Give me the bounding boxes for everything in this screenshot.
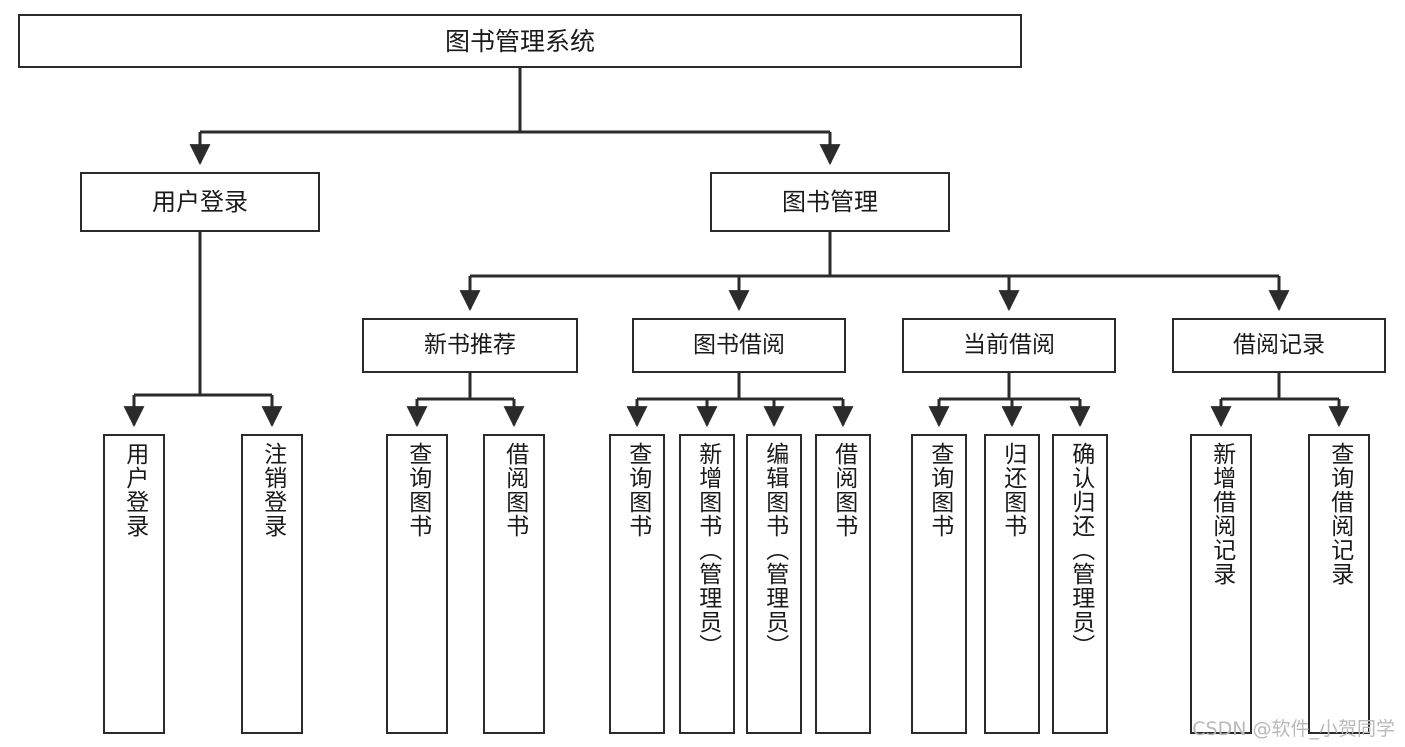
node-book-borrow[interactable]: 图书借阅: [632, 318, 846, 373]
node-borrow-record-label: 借阅记录: [1233, 332, 1325, 358]
node-leaf-confirm-return-admin-label: 确认归还（管理员）: [1067, 442, 1094, 658]
node-leaf-query-book-2[interactable]: 查询图书: [609, 434, 665, 734]
node-leaf-confirm-return-admin[interactable]: 确认归还（管理员）: [1052, 434, 1108, 734]
node-leaf-query-book-2-label: 查询图书: [624, 442, 651, 538]
node-user-login-label: 用户登录: [152, 188, 248, 216]
node-new-book-recommend-label: 新书推荐: [424, 332, 516, 358]
node-leaf-add-borrow-record[interactable]: 新增借阅记录: [1190, 434, 1252, 734]
node-leaf-add-book-admin-label: 新增图书（管理员）: [694, 442, 721, 658]
node-leaf-edit-book-admin-label: 编辑图书（管理员）: [761, 442, 788, 658]
node-leaf-edit-book-admin[interactable]: 编辑图书（管理员）: [746, 434, 802, 734]
node-leaf-query-borrow-record-label: 查询借阅记录: [1326, 442, 1353, 586]
watermark-text: CSDN @软件_小贺同学: [1192, 718, 1395, 740]
node-leaf-borrow-book-2[interactable]: 借阅图书: [815, 434, 871, 734]
node-user-login[interactable]: 用户登录: [80, 172, 320, 232]
node-book-manage[interactable]: 图书管理: [710, 172, 950, 232]
node-leaf-query-book-1-label: 查询图书: [404, 442, 431, 538]
node-leaf-add-book-admin[interactable]: 新增图书（管理员）: [679, 434, 735, 734]
node-leaf-query-book-3-label: 查询图书: [926, 442, 953, 538]
node-current-borrow[interactable]: 当前借阅: [902, 318, 1116, 373]
node-leaf-add-borrow-record-label: 新增借阅记录: [1208, 442, 1235, 586]
node-borrow-record[interactable]: 借阅记录: [1172, 318, 1386, 373]
node-leaf-query-borrow-record[interactable]: 查询借阅记录: [1308, 434, 1370, 734]
node-leaf-user-login-label: 用户登录: [121, 442, 148, 538]
node-leaf-borrow-book-1-label: 借阅图书: [501, 442, 528, 538]
node-leaf-return-book-label: 归还图书: [999, 442, 1026, 538]
node-book-manage-label: 图书管理: [782, 188, 878, 216]
node-leaf-query-book-1[interactable]: 查询图书: [386, 434, 448, 734]
node-leaf-logout-label: 注销登录: [259, 442, 286, 538]
node-leaf-borrow-book-1[interactable]: 借阅图书: [483, 434, 545, 734]
node-leaf-user-login[interactable]: 用户登录: [103, 434, 165, 734]
node-root-label: 图书管理系统: [444, 26, 595, 56]
node-leaf-logout[interactable]: 注销登录: [241, 434, 303, 734]
node-root[interactable]: 图书管理系统: [18, 14, 1022, 68]
node-book-borrow-label: 图书借阅: [693, 332, 785, 358]
node-leaf-query-book-3[interactable]: 查询图书: [911, 434, 967, 734]
node-new-book-recommend[interactable]: 新书推荐: [362, 318, 578, 373]
node-leaf-return-book[interactable]: 归还图书: [984, 434, 1040, 734]
node-leaf-borrow-book-2-label: 借阅图书: [830, 442, 857, 538]
node-current-borrow-label: 当前借阅: [963, 332, 1055, 358]
